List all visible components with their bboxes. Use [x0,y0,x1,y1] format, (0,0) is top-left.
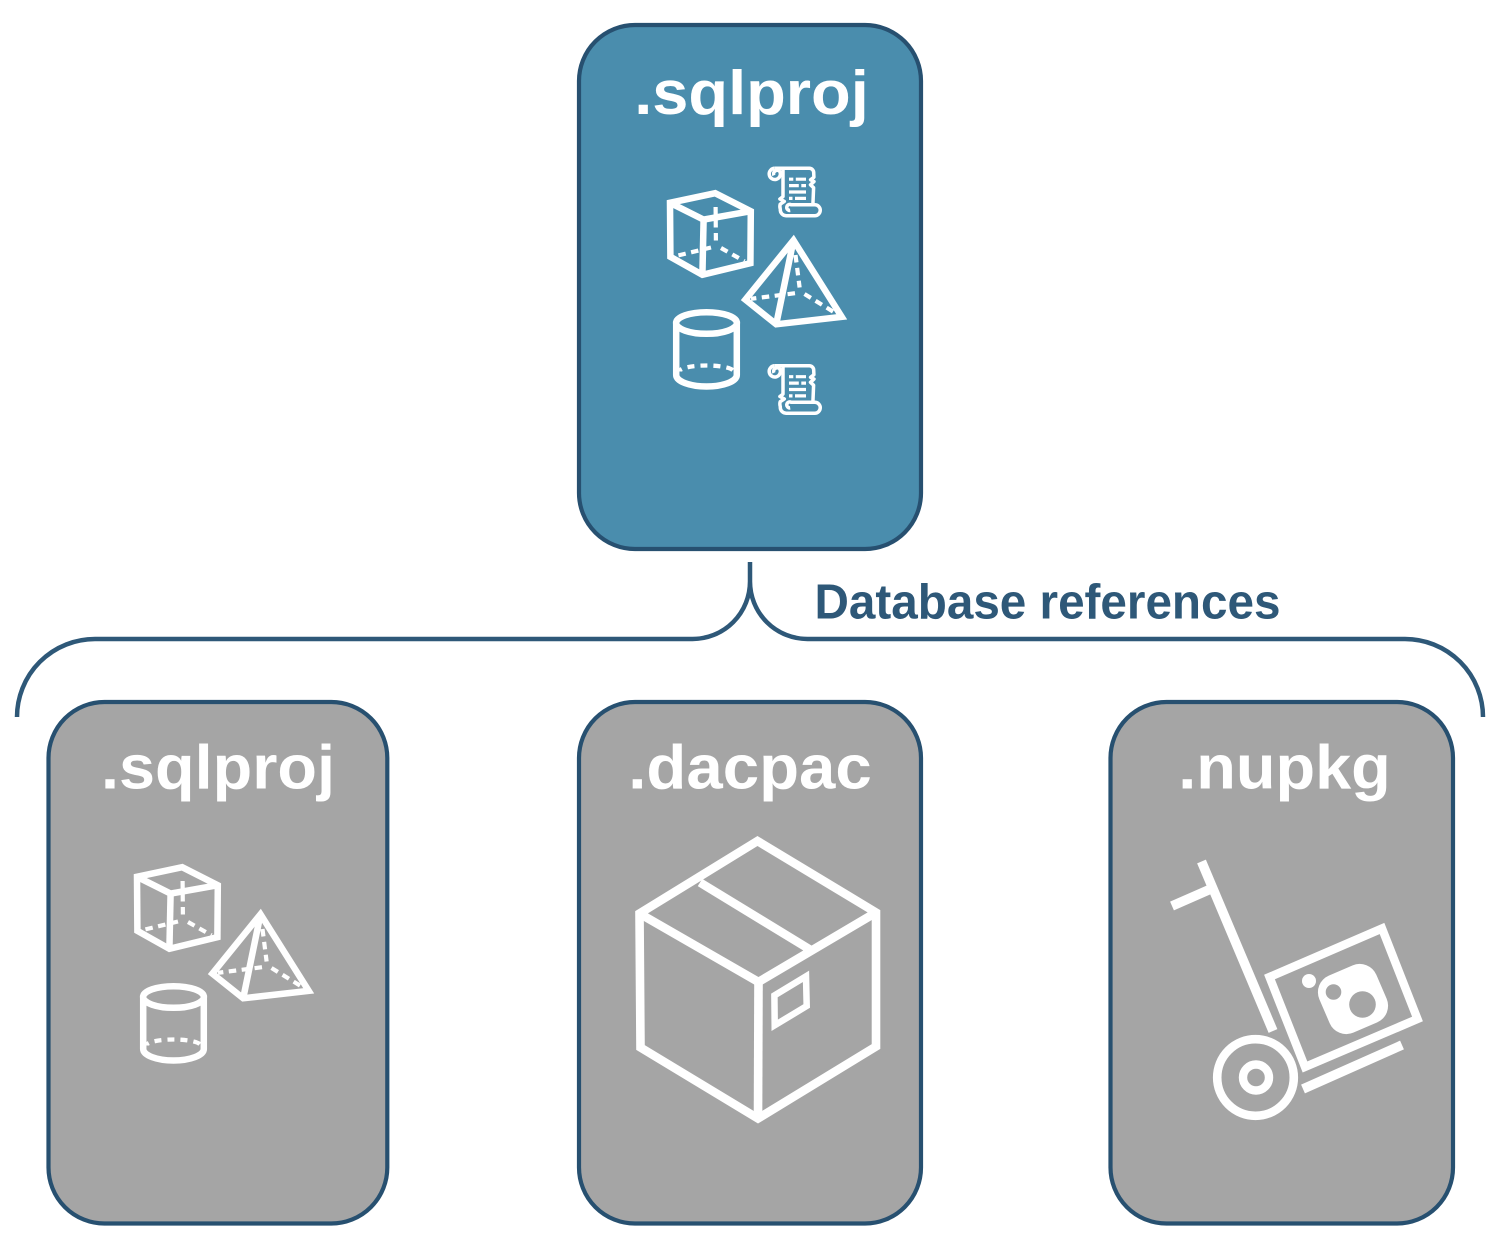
svg-text:.nupkg: .nupkg [1178,733,1391,803]
svg-text:Database references: Database references [815,576,1281,630]
svg-text:.sqlproj: .sqlproj [101,733,335,803]
svg-text:.dacpac: .dacpac [628,733,872,803]
svg-text:.sqlproj: .sqlproj [634,58,869,128]
